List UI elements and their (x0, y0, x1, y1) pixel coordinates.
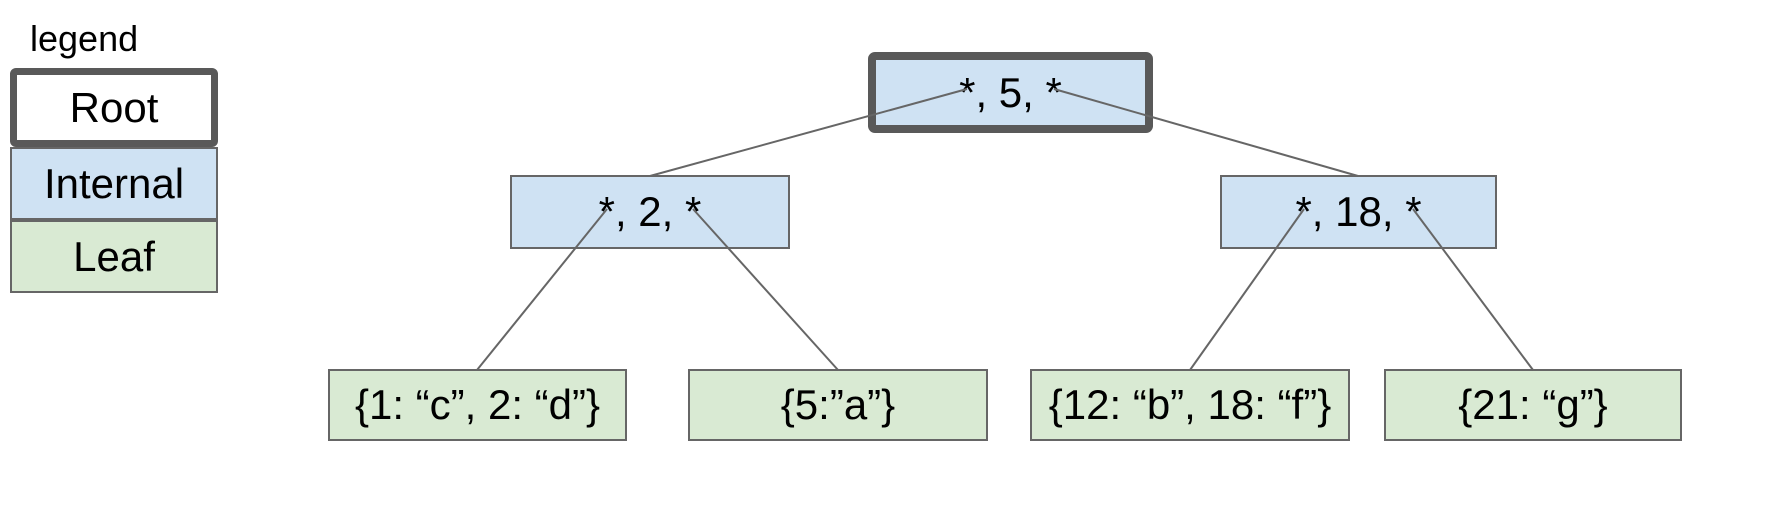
tree-node-leaf-3: {21: “g”} (1384, 369, 1682, 441)
tree-node-root: *, 5, * (868, 52, 1153, 133)
tree-node-leaf-2: {12: “b”, 18: “f”} (1030, 369, 1350, 441)
legend-swatch-internal: Internal (10, 147, 218, 220)
tree-node-leaf-1: {5:”a”} (688, 369, 988, 441)
tree-node-internal-left: *, 2, * (510, 175, 790, 249)
tree-node-leaf-0: {1: “c”, 2: “d”} (328, 369, 627, 441)
tree-node-internal-right: *, 18, * (1220, 175, 1497, 249)
legend-swatch-root: Root (10, 68, 218, 147)
legend-title: legend (30, 18, 139, 59)
legend-swatch-leaf: Leaf (10, 220, 218, 293)
